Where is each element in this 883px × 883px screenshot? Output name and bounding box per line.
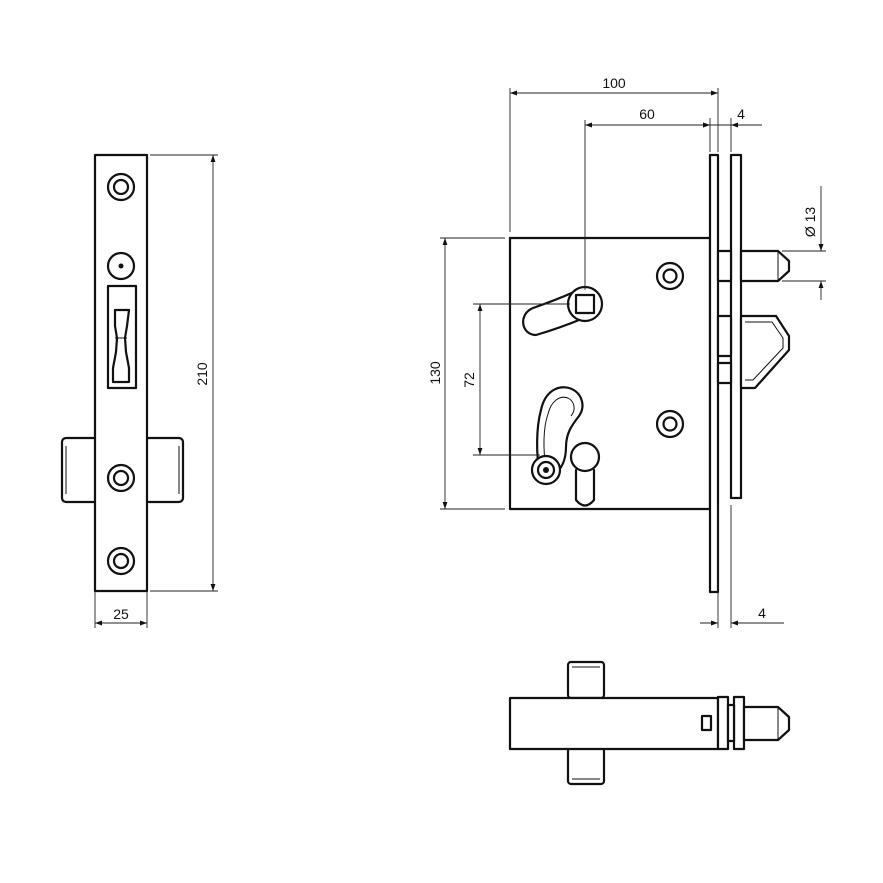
dim-handle-to-key: 72 [461, 303, 570, 456]
dim-faceplate-bottom-label: 4 [758, 605, 766, 621]
side-round-bolt [716, 249, 791, 283]
dim-front-height: 210 [150, 154, 218, 592]
dim-front-width: 25 [94, 592, 148, 628]
top-lock-body [508, 696, 720, 751]
side-keyhole [569, 441, 601, 507]
dim-side-depth: 100 [509, 75, 719, 232]
dim-bolt-diameter-label: Ø 13 [802, 207, 818, 238]
dim-faceplate-top-label: 4 [737, 106, 745, 122]
dim-backset: 60 [584, 106, 711, 290]
top-cover-plate [732, 695, 746, 751]
side-hook-latch [716, 314, 791, 390]
dim-front-width-label: 25 [113, 606, 129, 622]
dim-bolt-diameter: Ø 13 [782, 186, 826, 300]
side-front-plate [708, 153, 720, 594]
front-screw-bottom [106, 546, 136, 576]
front-faceplate [93, 153, 149, 593]
side-view: 100 60 4 4 130 [427, 75, 826, 628]
front-screw-top [106, 172, 136, 202]
front-cylinder-bosses [60, 436, 185, 504]
side-screw-top [655, 261, 685, 291]
top-bolt [742, 705, 791, 742]
dim-faceplate-top: 4 [700, 106, 762, 152]
front-bolt-hole [106, 251, 136, 281]
front-screw-middle [106, 463, 136, 493]
dim-side-depth-label: 100 [602, 75, 626, 91]
dim-front-height-label: 210 [194, 362, 210, 386]
dim-case-height-label: 130 [427, 361, 443, 385]
front-hook-slot [106, 284, 138, 390]
top-cylinder-lower [566, 746, 606, 786]
dim-faceplate-bottom: 4 [700, 505, 784, 628]
side-handle-follower [522, 285, 604, 337]
dim-backset-label: 60 [639, 106, 655, 122]
side-cover-plate [729, 153, 743, 500]
top-cylinder-upper [566, 660, 606, 700]
top-view [508, 660, 791, 786]
top-notch [700, 714, 713, 732]
side-screw-bottom [655, 409, 685, 439]
top-front-plate [716, 695, 730, 751]
dim-handle-to-key-label: 72 [461, 372, 477, 388]
front-view: 25 210 [60, 153, 218, 628]
side-key-lever [530, 386, 584, 486]
dim-case-height: 130 [427, 237, 505, 510]
